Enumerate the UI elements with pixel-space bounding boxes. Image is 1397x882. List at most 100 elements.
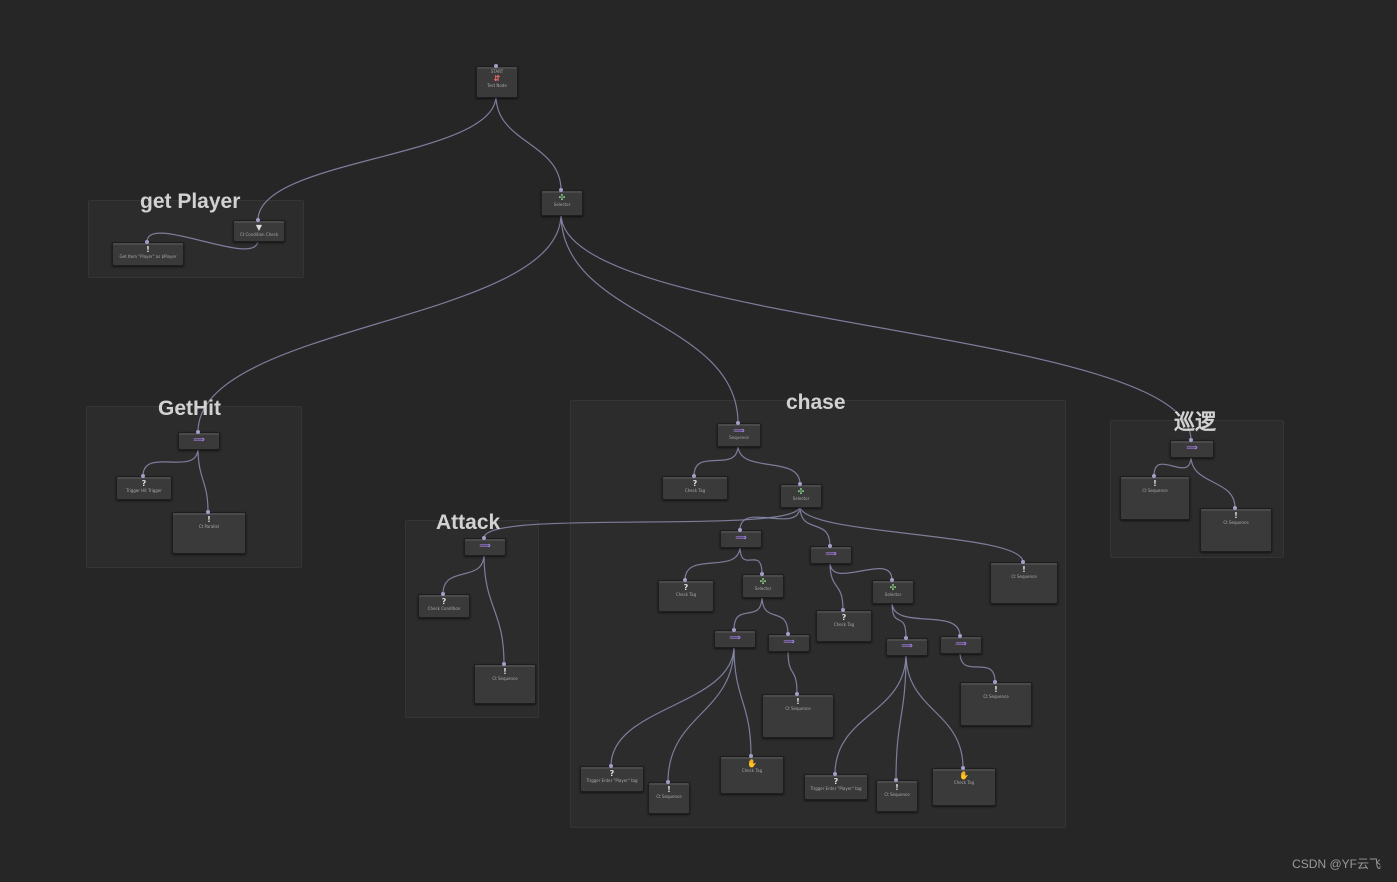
node-input-port[interactable]: [692, 474, 696, 478]
question-icon: ?: [683, 583, 689, 592]
node-ch-leaf-3[interactable]: ✋Check Tag: [720, 756, 784, 794]
node-ch-leaf-6[interactable]: ✋Check Tag: [932, 768, 996, 806]
node-root-selector[interactable]: ✣Selector: [541, 190, 583, 216]
node-input-port[interactable]: [1233, 506, 1237, 510]
node-at-cond[interactable]: ?Check Condition: [418, 594, 470, 618]
node-gp-task[interactable]: ▼Ct Condition Check: [233, 220, 285, 242]
node-label: Ct Sequence: [1142, 488, 1168, 493]
node-ch-seq-d[interactable]: ⟹: [940, 636, 982, 654]
node-header-bar: [811, 547, 851, 549]
exclamation-icon: !: [667, 785, 671, 794]
node-input-port[interactable]: [609, 764, 613, 768]
node-input-port[interactable]: [559, 188, 563, 192]
node-input-port[interactable]: [993, 680, 997, 684]
node-at-action[interactable]: !Ct Sequence: [474, 664, 536, 704]
node-input-port[interactable]: [958, 634, 962, 638]
exclamation-icon: !: [1022, 565, 1026, 574]
node-input-port[interactable]: [502, 662, 506, 666]
node-ch-seq-a[interactable]: ⟹: [714, 630, 756, 648]
edge-ch-seq-l-to-ch-sel-2: [739, 545, 763, 575]
node-input-port[interactable]: [256, 218, 260, 222]
node-input-port[interactable]: [894, 778, 898, 782]
exclamation-icon: ✋: [959, 771, 969, 780]
node-input-port[interactable]: [749, 754, 753, 758]
node-input-port[interactable]: [738, 528, 742, 532]
node-gh-cond[interactable]: ?Trigger Hit Trigger: [116, 476, 172, 500]
node-input-port[interactable]: [206, 510, 210, 514]
node-header-bar: [1121, 477, 1189, 479]
node-input-port[interactable]: [1152, 474, 1156, 478]
node-gp-action[interactable]: !Get Item "Player" as $Player: [112, 242, 184, 266]
node-ch-cond-a[interactable]: ?Check Tag: [662, 476, 728, 500]
node-header-bar: [873, 581, 913, 583]
node-input-port[interactable]: [795, 692, 799, 696]
exclamation-icon: !: [994, 685, 998, 694]
node-ch-sel[interactable]: ✣Selector: [780, 484, 822, 508]
node-ch-cond-c[interactable]: ?Check Tag: [816, 610, 872, 642]
node-ch-leaf-1[interactable]: ?Trigger Enter "Player" tag: [580, 766, 644, 792]
node-ch-seq-c[interactable]: ⟹: [886, 638, 928, 656]
node-label: Trigger Enter "Player" tag: [810, 786, 862, 791]
node-pt-action-a[interactable]: !Ct Sequence: [1120, 476, 1190, 520]
node-input-port[interactable]: [482, 536, 486, 540]
exclamation-icon: !: [796, 697, 800, 706]
node-input-port[interactable]: [833, 772, 837, 776]
node-header-bar: [475, 665, 535, 667]
edge-at-seq-to-at-cond: [442, 553, 485, 595]
node-ch-sel-2[interactable]: ✣Selector: [742, 574, 784, 598]
node-input-port[interactable]: [441, 592, 445, 596]
node-ch-sel-3[interactable]: ✣Selector: [872, 580, 914, 604]
node-ch-action-a[interactable]: !Ct Sequence: [762, 694, 834, 738]
node-gh-action[interactable]: !Ct Parallel: [172, 512, 246, 554]
node-ch-leaf-5[interactable]: !Ct Sequence: [876, 780, 918, 812]
node-ch-seq-m[interactable]: ⟹: [810, 546, 852, 564]
question-icon: ?: [609, 769, 615, 778]
node-input-port[interactable]: [890, 578, 894, 582]
edge-ch-seq-l-to-ch-cond-b: [684, 545, 741, 581]
selector-branch-icon: ✣: [889, 583, 897, 592]
node-input-port[interactable]: [786, 632, 790, 636]
node-input-port[interactable]: [841, 608, 845, 612]
node-input-port[interactable]: [1021, 560, 1025, 564]
node-input-port[interactable]: [196, 430, 200, 434]
node-input-port[interactable]: [961, 766, 965, 770]
edge-at-seq-to-at-action: [483, 553, 505, 665]
sequence-arrow-icon: ⟹: [735, 533, 747, 542]
node-input-port[interactable]: [141, 474, 145, 478]
node-input-port[interactable]: [1189, 438, 1193, 442]
node-input-port[interactable]: [760, 572, 764, 576]
node-at-seq[interactable]: ⟹: [464, 538, 506, 556]
node-header-bar: [234, 221, 284, 223]
node-input-port[interactable]: [494, 64, 498, 68]
node-ch-action-r[interactable]: !Ct Sequence: [990, 562, 1058, 604]
node-input-port[interactable]: [666, 780, 670, 784]
node-input-port[interactable]: [736, 421, 740, 425]
node-input-port[interactable]: [145, 240, 149, 244]
node-input-port[interactable]: [904, 636, 908, 640]
edge-ch-sel-to-ch-action-r: [799, 505, 1024, 563]
group-title-patrol: 巡逻: [1174, 411, 1216, 434]
node-header-bar: [715, 631, 755, 633]
node-pt-action-b[interactable]: !Ct Sequence: [1200, 508, 1272, 552]
node-input-port[interactable]: [828, 544, 832, 548]
selector-branch-icon: ✣: [558, 193, 566, 202]
start-icon: ⇵: [493, 74, 501, 83]
node-ch-seq-b[interactable]: ⟹: [768, 634, 810, 652]
node-input-port[interactable]: [798, 482, 802, 486]
node-gh-seq[interactable]: ⟹: [178, 432, 220, 450]
node-ch-action-b[interactable]: !Ct Sequence: [960, 682, 1032, 726]
node-header-bar: [649, 783, 689, 785]
node-ch-leaf-2[interactable]: !Ct Sequence: [648, 782, 690, 814]
node-ch-seq-l[interactable]: ⟹: [720, 530, 762, 548]
node-header-bar: [769, 635, 809, 637]
node-ch-leaf-4[interactable]: ?Trigger Enter "Player" tag: [804, 774, 868, 800]
node-ch-seq[interactable]: ⟹Sequence: [717, 423, 761, 447]
node-header-bar: [419, 595, 469, 597]
node-ch-cond-b[interactable]: ?Check Tag: [658, 580, 714, 612]
node-label: Selector: [792, 496, 810, 501]
node-start[interactable]: START⇵Test Node: [476, 66, 518, 98]
node-pt-seq[interactable]: ⟹: [1170, 440, 1214, 458]
node-input-port[interactable]: [683, 578, 687, 582]
node-input-port[interactable]: [732, 628, 736, 632]
